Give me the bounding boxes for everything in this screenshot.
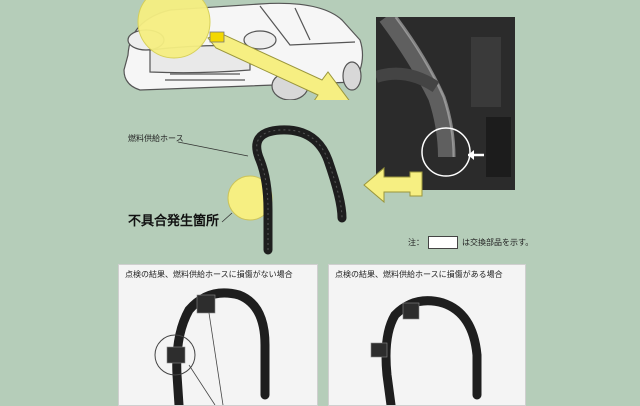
panel-damage: 点検の結果、燃料供給ホースに損傷がある場合 [328,264,526,406]
panel-no-damage: 点検の結果、燃料供給ホースに損傷がない場合 [118,264,318,406]
replacement-note: 注： は交換部品を示す。 [408,236,533,249]
car-illustration [123,0,364,100]
fuel-hose-label: 燃料供給ホース [128,134,184,143]
arrow-to-hose [363,166,423,204]
hose-diagram [177,125,347,255]
engine-photo [376,17,515,190]
note-suffix: は交換部品を示す。 [462,238,534,247]
highlight-circle [137,0,211,59]
note-prefix: 注： [408,238,424,247]
legend-box [428,236,458,249]
defect-location-label: 不具合発生箇所 [128,214,220,229]
panel-damage-title: 点検の結果、燃料供給ホースに損傷がある場合 [335,270,503,279]
arrow-to-photo [207,32,350,100]
panel-no-damage-title: 点検の結果、燃料供給ホースに損傷がない場合 [125,270,293,279]
